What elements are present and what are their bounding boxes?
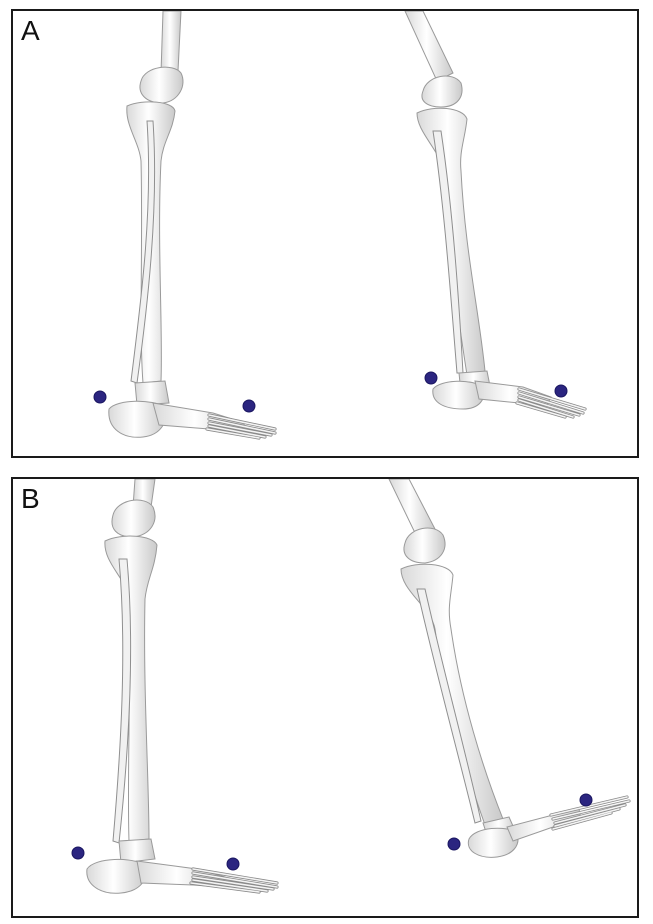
marker-heel [448,838,460,850]
tibia [105,536,157,841]
right-leg-skeleton [405,11,585,417]
panel-a: A [11,9,639,458]
knee-joint [404,528,445,563]
femur [161,11,181,73]
left-leg-skeleton [109,11,275,438]
marker-toe [243,400,255,412]
midfoot [475,381,551,405]
knee-joint [112,500,155,537]
marker-toe [580,794,592,806]
femur [405,11,453,81]
panel-b: B [11,477,639,918]
marker-toe [555,385,567,397]
right-leg-skeleton [389,479,629,857]
marker-heel [94,391,106,403]
marker-toe [227,858,239,870]
left-leg-skeleton [87,479,277,893]
knee-joint [422,76,462,107]
marker-heel [72,847,84,859]
heel-calcaneus [87,859,146,893]
knee-joint [140,67,183,103]
tibia [401,564,503,825]
panel-b-figure [13,479,639,918]
marker-heel [425,372,437,384]
panel-a-figure [13,11,639,458]
